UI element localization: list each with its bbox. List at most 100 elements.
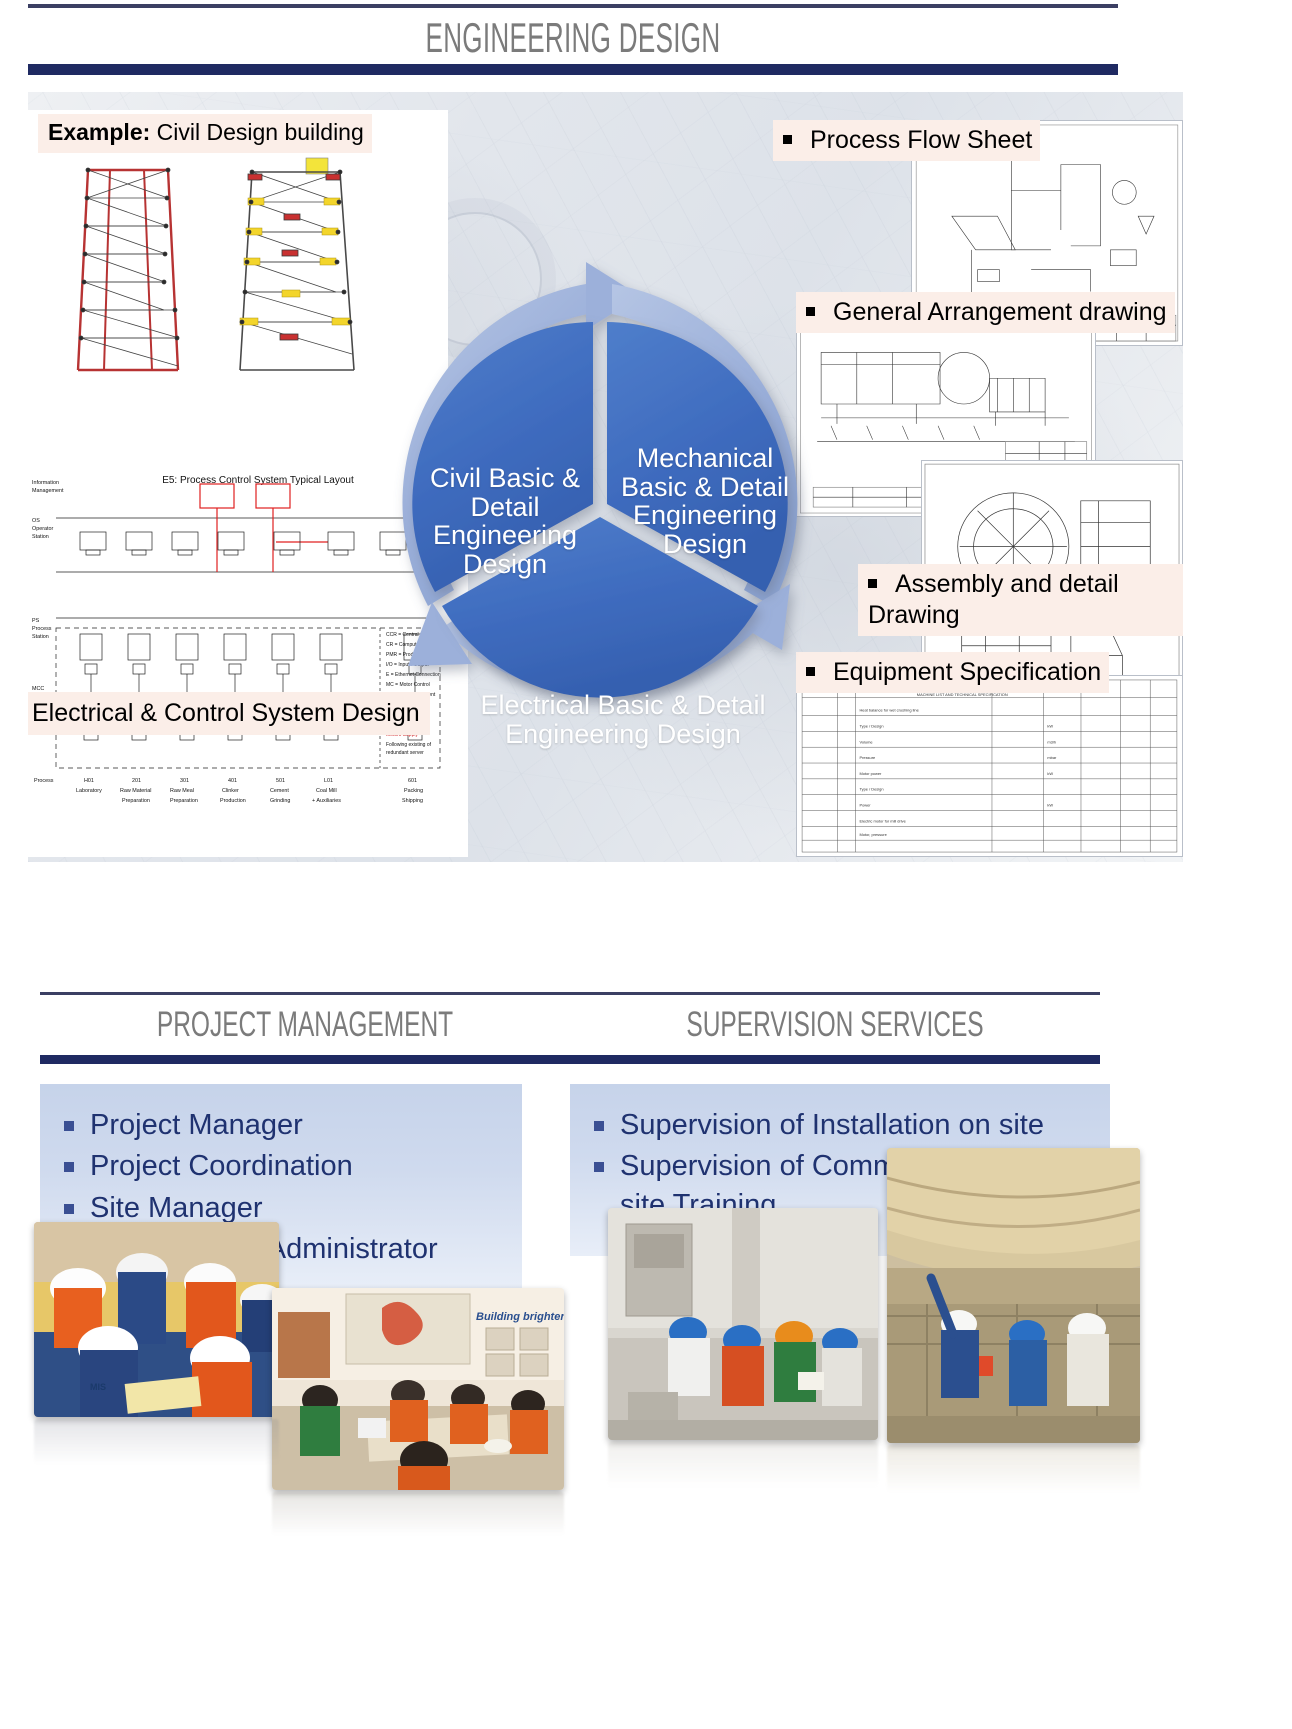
label-text: General Arrangement drawing — [833, 298, 1167, 326]
svg-text:Process: Process — [32, 626, 52, 632]
cycle-svg — [402, 262, 798, 698]
panel-title-supervision-services: SUPERVISION SERVICES — [686, 1005, 984, 1044]
bullet-square-icon — [64, 1162, 74, 1173]
svg-text:Pressure: Pressure — [859, 755, 876, 760]
title-top-rule — [28, 4, 1118, 8]
label-text: Equipment Specification — [833, 658, 1102, 686]
list-item: Site Manager — [64, 1189, 506, 1227]
svg-text:Raw Material: Raw Material — [120, 788, 151, 794]
list-item: Supervision of Installation on site — [594, 1106, 1094, 1144]
svg-text:301: 301 — [180, 778, 189, 784]
svg-text:+ Auxiliaries: + Auxiliaries — [312, 798, 341, 804]
bullet-square-icon — [594, 1121, 604, 1131]
civil-truss-illustration — [76, 157, 355, 372]
electrical-layout-caption: E5: Process Control System Typical Layou… — [162, 475, 354, 486]
svg-text:PS: PS — [32, 618, 40, 624]
svg-text:CCR = Central Control Room: CCR = Central Control Room — [386, 632, 451, 638]
photo-illustration — [608, 1208, 878, 1440]
svg-text:Power: Power — [859, 803, 871, 808]
svg-text:Station: Station — [32, 634, 49, 640]
photo-tank-inspection — [887, 1148, 1140, 1443]
svg-text:Following existing of: Following existing of — [386, 742, 432, 748]
example-label: Example: Civil Design building — [38, 114, 372, 153]
list-item-label: Supervision of Installation on site — [620, 1109, 1044, 1141]
panel-bottom-rule — [570, 1055, 1100, 1064]
svg-text:Heat balance for wet crushing: Heat balance for wet crushing line — [859, 708, 919, 713]
svg-text:Shipping: Shipping — [402, 798, 423, 804]
bullet-square-icon — [64, 1121, 74, 1131]
list-item: Project Manager — [64, 1106, 506, 1144]
segment-mechanical[interactable] — [607, 322, 788, 592]
page-title: ENGINEERING DESIGN — [425, 14, 721, 61]
list-item-label: Project Coordination — [90, 1150, 353, 1183]
panel-top-rule — [570, 992, 1100, 995]
svg-text:Packing: Packing — [404, 788, 423, 794]
svg-text:401: 401 — [228, 778, 237, 784]
photo-training-room: Building brighter — [272, 1288, 564, 1490]
title-bottom-rule — [28, 64, 1118, 75]
svg-text:kW: kW — [1047, 771, 1053, 776]
segment-civil[interactable] — [412, 322, 593, 592]
bullet-square-icon — [806, 666, 815, 676]
bullet-square-icon — [594, 1162, 604, 1173]
svg-text:L01: L01 — [324, 778, 333, 784]
photo-illustration: Building brighter — [272, 1288, 564, 1490]
svg-text:redundant server: redundant server — [386, 750, 424, 756]
bullet-square-icon — [783, 134, 792, 144]
svg-text:Production: Production — [220, 798, 246, 804]
cycle-segments — [412, 322, 788, 698]
svg-text:Management: Management — [32, 488, 64, 494]
photo-reflection — [34, 1419, 279, 1465]
svg-text:Electric motor for mill drive: Electric motor for mill drive — [859, 818, 906, 823]
panel-bottom-rule — [40, 1055, 570, 1064]
electrical-control-label: Electrical & Control System Design — [28, 692, 430, 735]
photo-reflection — [608, 1442, 878, 1488]
svg-text:Operator: Operator — [32, 526, 53, 532]
svg-text:mbar: mbar — [1047, 755, 1057, 760]
svg-text:MCC: MCC — [32, 686, 44, 692]
segment-electrical-label: Electrical Basic & Detail Engineering De… — [480, 690, 766, 749]
svg-text:Motor, pressure: Motor, pressure — [859, 832, 887, 837]
example-label-rest: Civil Design building — [150, 119, 364, 145]
svg-text:CR = Computer Room: CR = Computer Room — [386, 642, 436, 648]
bullet-square-icon — [806, 306, 815, 316]
svg-text:Grinding: Grinding — [270, 798, 290, 804]
svg-text:Process: Process — [34, 778, 54, 784]
civil-design-example-card — [28, 110, 448, 430]
svg-text:Motors Supply: Motors Supply — [386, 732, 418, 738]
svg-text:MIS: MIS — [90, 1382, 106, 1392]
svg-text:Building brighter: Building brighter — [476, 1311, 564, 1323]
assembly-detail-drawing-label: Assembly and detail Drawing — [858, 564, 1183, 636]
svg-text:Motor power: Motor power — [859, 771, 882, 776]
label-text: Assembly and detail Drawing — [868, 570, 1119, 629]
svg-text:E = Ethernet Connection: E = Ethernet Connection — [386, 672, 441, 678]
svg-text:kW: kW — [1047, 803, 1053, 808]
general-arrangement-label: General Arrangement drawing — [796, 292, 1175, 333]
svg-text:H01: H01 — [84, 778, 94, 784]
panel-title-project-management: PROJECT MANAGEMENT — [156, 1005, 454, 1044]
list-item-label: Site Manager — [90, 1191, 263, 1224]
photo-site-inspection-equipment — [608, 1208, 878, 1440]
svg-text:Preparation: Preparation — [122, 798, 150, 804]
segment-mechanical-label: Mechanical Basic & Detail Engineering De… — [620, 443, 790, 559]
svg-text:Raw Meal: Raw Meal — [170, 788, 194, 794]
photo-illustration — [887, 1148, 1140, 1443]
photo-site-team-briefing: MIS — [34, 1222, 279, 1417]
list-item: Project Coordination — [64, 1147, 506, 1185]
photo-illustration: MIS — [34, 1222, 279, 1417]
svg-text:Preparation: Preparation — [170, 798, 198, 804]
photo-reflection — [887, 1445, 1140, 1493]
svg-text:Type / Design: Type / Design — [859, 723, 883, 728]
engineering-design-hero: Example: Civil Design building E5: Proce… — [28, 92, 1183, 862]
svg-text:Coal Mill: Coal Mill — [316, 788, 337, 794]
segment-electrical[interactable] — [442, 517, 758, 698]
example-label-bold: Example: — [48, 119, 151, 145]
equipment-specification-thumbnail: PRELIMINARY MACHINE LIST AND TECHNICAL S… — [796, 675, 1183, 857]
svg-text:Information: Information — [32, 480, 59, 486]
bullet-square-icon — [64, 1203, 74, 1214]
engineering-cycle-diagram: Civil Basic & Detail Engineering Design … — [350, 254, 850, 754]
bullet-square-icon — [868, 578, 877, 588]
svg-text:Laboratory: Laboratory — [76, 788, 102, 794]
